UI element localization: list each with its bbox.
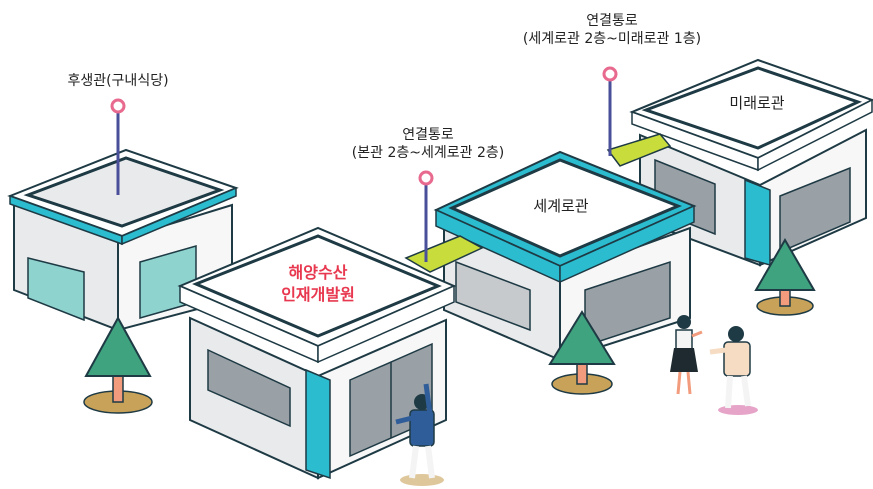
annex-pin-icon bbox=[110, 98, 126, 114]
segyero-building-name: 세계로관 bbox=[533, 197, 589, 215]
bridge2-pin-icon bbox=[602, 66, 618, 82]
person-woman bbox=[670, 315, 703, 395]
bridge1-label-detail: (본관 2층~세계로관 2층) bbox=[351, 145, 505, 161]
tree-center bbox=[548, 310, 616, 395]
tree-left bbox=[83, 315, 153, 414]
person-front-waving bbox=[395, 383, 444, 486]
bridge1-label-title: 연결통로 bbox=[402, 127, 454, 143]
bridge1-pin-icon bbox=[418, 170, 434, 186]
annex-label: 후생관(구내식당) bbox=[67, 73, 169, 89]
segyero-building bbox=[433, 150, 697, 362]
main-building bbox=[177, 226, 457, 480]
bridge2-label-title: 연결통로 bbox=[586, 13, 638, 29]
bridge2-label-detail: (세계로관 2층~미래로관 1층) bbox=[522, 31, 702, 47]
tree-right bbox=[754, 238, 816, 316]
miraero-building bbox=[629, 58, 873, 267]
bridge-2 bbox=[606, 133, 672, 167]
person-man-right bbox=[709, 326, 758, 415]
main-building-name-line2: 인재개발원 bbox=[281, 285, 355, 304]
bridge-1 bbox=[404, 235, 484, 273]
miraero-building-name: 미래로관 bbox=[729, 94, 785, 112]
main-building-name-line1: 해양수산 bbox=[288, 263, 348, 282]
